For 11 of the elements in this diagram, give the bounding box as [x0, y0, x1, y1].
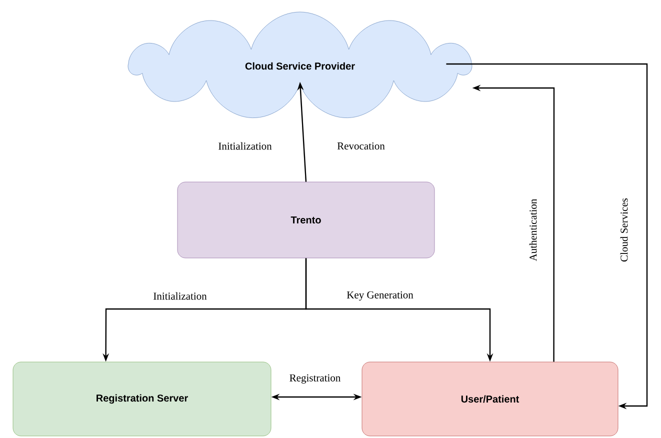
arrow	[446, 63, 648, 410]
process-box: Trento	[177, 182, 435, 258]
edge-label: Initialization	[152, 291, 208, 301]
edge-label: Registration	[288, 373, 342, 385]
process-box: Registration Server	[12, 362, 272, 436]
edge-label: Authentication	[528, 198, 538, 262]
text-label: Revocation	[337, 142, 385, 150]
edge-label: Key Generation	[346, 290, 414, 302]
edge-label: Initialization	[217, 141, 273, 151]
process-box: User/Patient	[362, 362, 618, 436]
edge-label: Cloud Services	[619, 197, 629, 263]
